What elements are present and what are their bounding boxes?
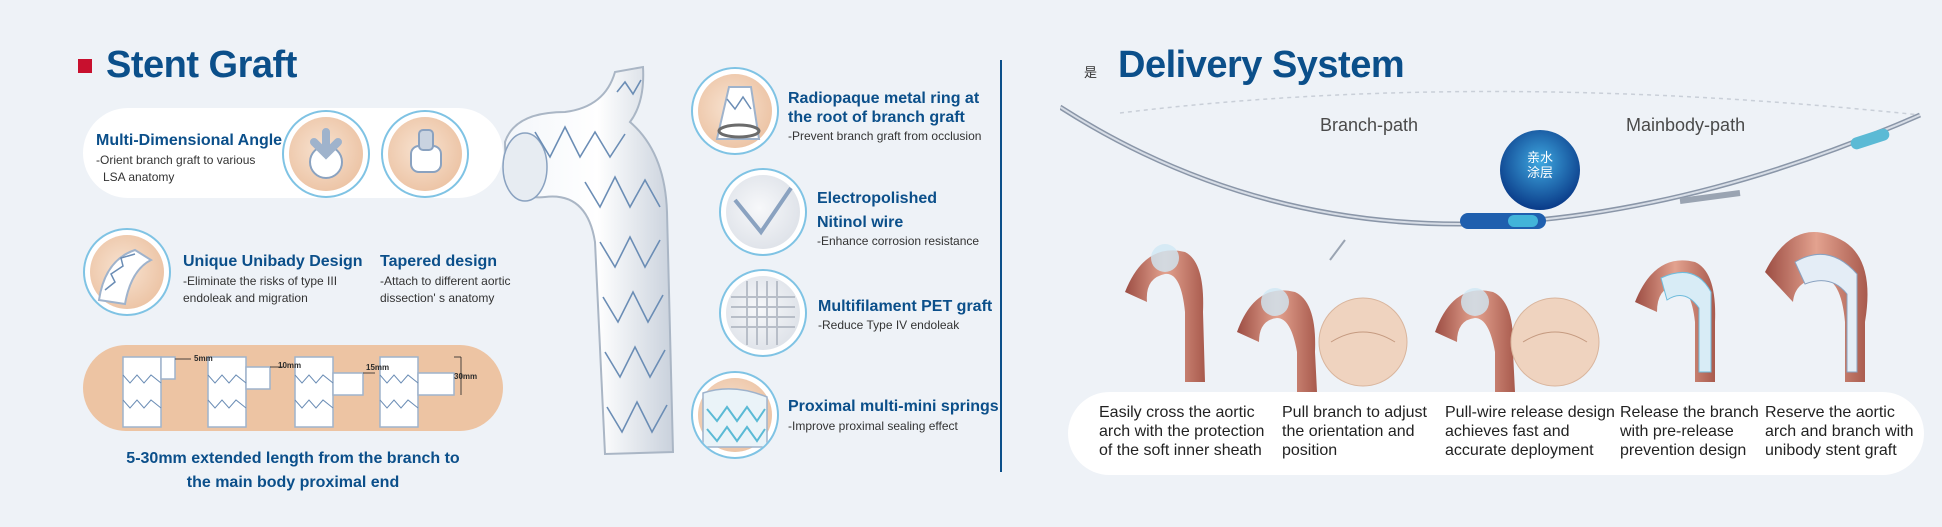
electropolished-title-1: Electropolished <box>817 190 938 207</box>
unibody-desc-2: endoleak and migration <box>183 291 308 305</box>
radiopaque-title-1: Radiopaque metal ring at <box>788 90 980 107</box>
badge-line-1: 亲水 <box>1526 150 1553 165</box>
section-marker-square <box>78 59 92 73</box>
step-4-line-3: prevention design <box>1620 442 1747 459</box>
springs-desc: -Improve proximal sealing effect <box>788 419 958 433</box>
step-caption-4: Release the branch with pre-release prev… <box>1620 403 1770 460</box>
step-5-line-1: Reserve the aortic <box>1765 404 1895 421</box>
multi-angle-image-1 <box>282 110 370 198</box>
step-1-line-1: Easily cross the aortic <box>1099 404 1255 421</box>
springs-image <box>691 371 779 459</box>
radiopaque-image <box>691 67 779 155</box>
multi-angle-image-2 <box>381 110 469 198</box>
electropolished-title-2: Nitinol wire <box>817 214 904 231</box>
stent-graft-title: Stent Graft <box>106 44 297 86</box>
multi-angle-desc-1: -Orient branch graft to various <box>96 153 256 167</box>
electropolished-image <box>719 168 807 256</box>
electropolished-desc: -Enhance corrosion resistance <box>817 234 980 248</box>
section-divider <box>1000 60 1002 472</box>
pet-graft-title: Multifilament PET graft <box>818 298 993 315</box>
step-2-line-1: Pull branch to adjust <box>1282 404 1427 421</box>
multi-angle-desc-2: LSA anatomy <box>103 170 175 184</box>
delivery-catheter-graphic <box>1060 90 1921 261</box>
branch-path-label: Branch-path <box>1320 115 1419 135</box>
delivery-system-title: Delivery System <box>1118 44 1405 86</box>
multi-angle-title: Multi-Dimensional Angle <box>96 132 283 149</box>
step-3-line-1: Pull-wire release design <box>1445 404 1615 421</box>
step-caption-1: Easily cross the aortic arch with the pr… <box>1099 403 1269 460</box>
step-1-line-2: arch with the protection <box>1099 423 1265 440</box>
unibody-image <box>83 228 171 316</box>
step-2-line-3: position <box>1282 442 1338 459</box>
step-caption-2: Pull branch to adjust the orientation an… <box>1282 403 1437 460</box>
hydrophilic-coating-badge: 亲水 涂层 <box>1500 130 1580 210</box>
pet-graft-image <box>719 269 807 357</box>
step-1-line-3: of the soft inner sheath <box>1099 442 1262 459</box>
extension-caption-line-2: the main body proximal end <box>186 474 400 491</box>
badge-line-2: 涂层 <box>1526 165 1553 180</box>
springs-title: Proximal multi-mini springs <box>788 398 999 415</box>
extension-size-5: 5mm <box>194 354 213 363</box>
extension-size-30: 30mm <box>454 372 478 381</box>
unibody-title: Unique Unibady Design <box>183 253 363 270</box>
deployment-step-illustrations <box>1125 232 1868 392</box>
extension-graphic <box>122 356 462 428</box>
extension-caption: 5-30mm extended length from the branch t… <box>83 447 503 495</box>
step-caption-5: Reserve the aortic arch and branch with … <box>1765 403 1925 460</box>
pet-graft-desc: -Reduce Type IV endoleak <box>818 318 960 332</box>
step-2-line-2: the orientation and <box>1282 423 1415 440</box>
delivery-marker: 是 <box>1084 65 1098 80</box>
tapered-desc-2: dissection' s anatomy <box>380 291 495 305</box>
step-5-line-3: unibody stent graft <box>1765 442 1897 459</box>
step-3-line-2: achieves fast and <box>1445 423 1570 440</box>
stent-graft-illustration <box>502 65 675 456</box>
delivery-steps-panel <box>1068 392 1924 475</box>
step-4-line-2: with pre-release <box>1620 423 1734 440</box>
mainbody-path-label: Mainbody-path <box>1626 115 1746 135</box>
tapered-title: Tapered design <box>380 253 498 270</box>
radiopaque-desc: -Prevent branch graft from occlusion <box>788 129 982 143</box>
extension-size-10: 10mm <box>278 361 302 370</box>
extension-size-15: 15mm <box>366 363 390 372</box>
step-3-line-3: accurate deployment <box>1445 442 1594 459</box>
step-4-line-1: Release the branch <box>1620 404 1759 421</box>
tapered-desc-1: -Attach to different aortic <box>380 274 511 288</box>
radiopaque-title-2: the root of branch graft <box>788 109 965 126</box>
unibody-desc-1: -Eliminate the risks of type III <box>183 274 338 288</box>
step-caption-3: Pull-wire release design achieves fast a… <box>1445 403 1617 460</box>
step-5-line-2: arch and branch with <box>1765 423 1914 440</box>
extension-caption-line-1: 5-30mm extended length from the branch t… <box>126 450 460 467</box>
